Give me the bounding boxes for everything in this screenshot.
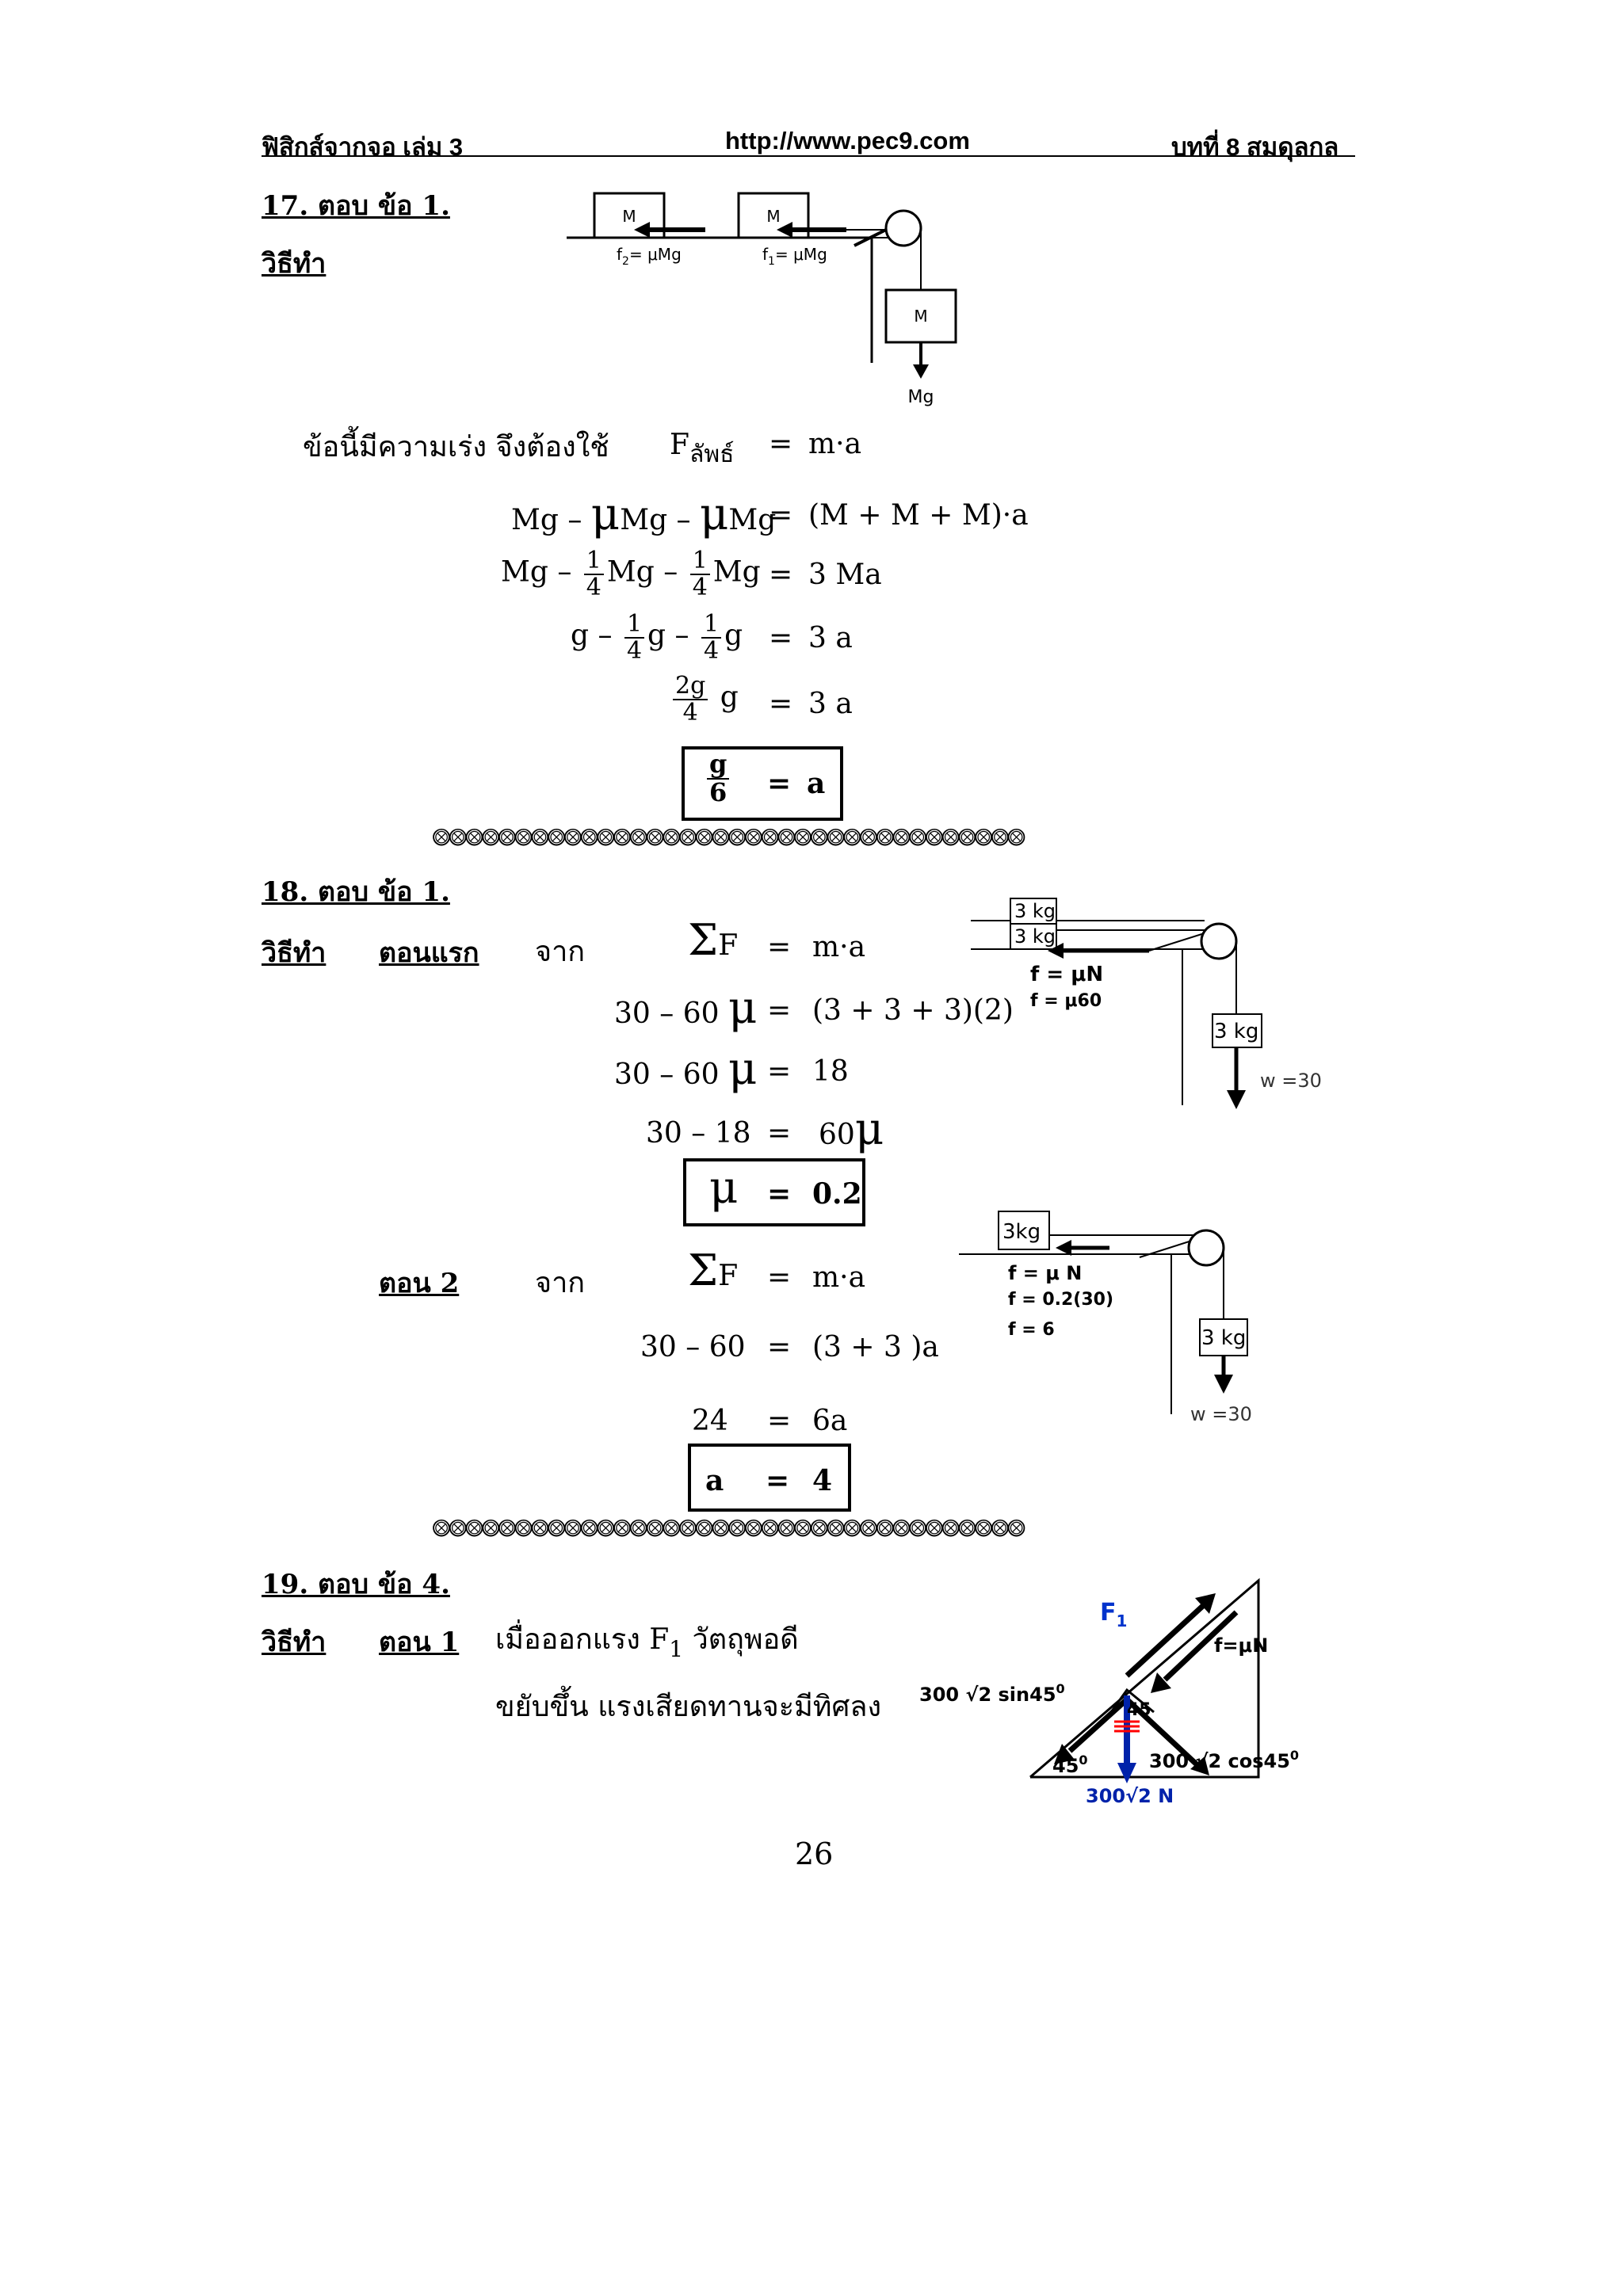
q18-diagram-2: 3kg f = μ N f = 0.2(30) f = 6 3 kg w =30 [959,1211,1252,1425]
q18-lhs-7: 24 [692,1405,728,1437]
q17-eq-sign-4: = [769,622,793,654]
q18-eq-sign-1: = [767,931,792,963]
q18-eq-sign-7: = [767,1331,792,1363]
q18-d2-top-block: 3kg [1002,1220,1041,1244]
q18-d2-friction-1: f = μ N [1008,1262,1082,1284]
q17-block-2-label: M [766,207,780,226]
q18-answer-box-2 [688,1444,851,1512]
q18-eq-sign-2: = [767,994,792,1027]
q17-eq-sign-1: = [769,428,793,460]
q18-diagram-1: 3 kg 3 kg f = μN f = μ60 3 kg w =30 [971,898,1322,1109]
q18-eq-sign-8: = [767,1405,792,1437]
q18-d1-friction-1: f = μN [1030,963,1103,986]
q18-rhs-4: 60μ [819,1104,884,1155]
q19-cos-label: 300 √2 cos450 [1149,1748,1299,1772]
q18-sum-force-1: ΣF [688,915,739,965]
q18-eq-sign-3: = [767,1055,792,1088]
q17-weight-label: Mg [908,387,934,407]
q18-rhs-7: 6a [812,1405,848,1437]
header-url: http://www.pec9.com [725,127,970,154]
q17-lhs-2: Mg – μMg – μMg [511,489,777,540]
q18-d2-hanging-block: 3 kg [1201,1326,1246,1350]
q19-friction-label: f=μN [1214,1634,1268,1657]
q19-sin-label: 300 √2 sin450 [919,1681,1065,1706]
separator-2: ⨷⨷⨷⨷⨷⨷⨷⨷⨷⨷⨷⨷⨷⨷⨷⨷⨷⨷⨷⨷⨷⨷⨷⨷⨷⨷⨷⨷⨷⨷⨷⨷⨷⨷⨷⨷ [432,1515,1025,1543]
separator-1: ⨷⨷⨷⨷⨷⨷⨷⨷⨷⨷⨷⨷⨷⨷⨷⨷⨷⨷⨷⨷⨷⨷⨷⨷⨷⨷⨷⨷⨷⨷⨷⨷⨷⨷⨷⨷ [432,824,1025,852]
q18-answer-value-2: 4 [812,1464,833,1497]
q18-d2-friction-2: f = 0.2(30) [1008,1290,1113,1310]
q18-answer-eq-1: = [767,1177,792,1211]
header-book-title: ฟิสิกส์จากจอ เล่ม 3 [262,133,464,161]
q17-method: วิธีทำ [262,248,327,280]
q17-hanging-block-label: M [914,307,927,326]
header-chapter: บทที่ 8 สมดุลกล [1171,133,1339,161]
q18-d1-top-block-1: 3 kg [1014,900,1056,922]
header-rule [262,155,1355,157]
q18-title: 18. ตอบ ข้อ 1. [262,876,450,908]
q19-angle-base: 450 [1052,1753,1088,1777]
q18-from-2: จาก [535,1267,586,1299]
q19-line-2: ขยับขึ้น แรงเสียดทานจะมีทิศลง [495,1691,882,1723]
q19-method: วิธีทำ [262,1627,327,1658]
q17-eq-sign-3: = [769,559,793,591]
q17-answer-box [682,746,843,821]
q18-lhs-6: 30 – 60 [640,1331,746,1363]
q19-f1-label: F1 [1100,1599,1127,1630]
q18-lhs-4: 30 – 18 [646,1117,751,1150]
q17-rhs-5: 3 a [808,688,853,720]
q18-answer-mu: μ [709,1162,739,1214]
q17-title: 17. ตอบ ข้อ 1. [262,190,450,222]
q17-rhs-2: (M + M + M)·a [808,499,1029,532]
q18-eq-sign-4: = [767,1117,792,1150]
q18-d1-hanging-block: 3 kg [1214,1020,1258,1043]
q18-rhs-6-top: m·a [812,1261,866,1294]
page-number: 26 [795,1836,834,1871]
q18-d2-weight: w =30 [1190,1403,1252,1425]
q17-net-force: Fลัพธ์ [670,429,735,468]
q18-answer-value-1: 0.2 [812,1177,862,1211]
q19-title: 19. ตอบ ข้อ 4. [262,1569,450,1600]
q18-d1-weight: w =30 [1260,1070,1322,1092]
q19-angle-top: 45 [1127,1700,1151,1720]
q18-part-1: ตอนแรก [379,937,479,969]
q17-eq-sign-5: = [769,688,793,720]
q17-block-1-label: M [622,207,636,226]
q18-eq-sign-6: = [767,1261,792,1294]
q17-answer-eq: = [767,767,792,800]
q18-d1-friction-2: f = μ60 [1030,991,1102,1011]
q18-answer-box-1 [683,1158,865,1226]
q18-lhs-3: 30 – 60 μ [614,1043,758,1095]
q18-lhs-2: 30 – 60 μ [614,982,758,1034]
q18-part-2: ตอน 2 [379,1268,460,1299]
q18-rhs-1: m·a [812,931,866,963]
q19-part-1: ตอน 1 [379,1627,460,1658]
q17-eq-sign-2: = [769,499,793,532]
q17-rhs-3: 3 Ma [808,559,882,591]
q17-intro: ข้อนี้มีความเร่ง จึงต้องใช้ [303,431,609,463]
q18-rhs-3: 18 [812,1055,849,1088]
q17-answer-value: a [807,767,826,800]
q19-line-1: เมื่อออกแรง F1 วัตถุพอดี [495,1623,799,1662]
q18-method: วิธีทำ [262,937,327,969]
q17-rhs-4: 3 a [808,622,853,654]
q18-rhs-2: (3 + 3 + 3)(2) [812,994,1014,1027]
q18-rhs-6: (3 + 3 )a [812,1331,939,1363]
q17-diagram: M M M Mg f2= μMg f1= μMg [567,192,957,407]
q18-answer-eq-2: = [766,1464,790,1497]
q18-d2-friction-3: f = 6 [1008,1320,1055,1340]
q19-weight-label: 300√2 N [1086,1785,1174,1807]
q17-f2-label: f2= μMg [617,245,682,268]
q19-diagram: F1 f=μN 300 √2 sin450 45 450 300 √2 cos4… [919,1577,1299,1807]
q17-rhs-1: m·a [808,428,862,460]
q18-d1-top-block-2: 3 kg [1014,925,1056,948]
q17-f1-label: f1= μMg [762,245,827,268]
q18-from-1: จาก [535,936,586,968]
q18-sum-force-2: ΣF [688,1245,739,1295]
q18-answer-a: a [705,1464,724,1497]
